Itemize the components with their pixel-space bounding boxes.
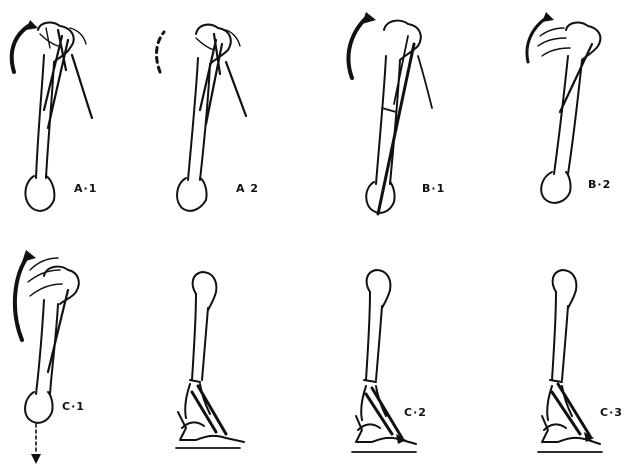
panel-c1: C·1: [15, 250, 85, 464]
scapula-sketch-a2: [196, 30, 240, 50]
humerus-head-b1: [384, 21, 421, 60]
muscle-line-c1: [48, 290, 68, 372]
lower-bones-c2: [361, 380, 386, 420]
muscle-lines-c3: [552, 384, 590, 436]
humerus-condyle-a2: [177, 178, 206, 211]
rotation-arrow-a1: [12, 25, 30, 72]
bone-shaft-c1b: [192, 294, 208, 380]
panel-label-a2: A 2: [236, 182, 259, 195]
panel-label-b2: B·2: [588, 178, 611, 191]
scapula-sketch-a1: [40, 28, 86, 48]
panel-label-c1: C·1: [62, 400, 85, 413]
rotation-arrow-b1: [348, 18, 366, 78]
humerus-condyle-c1: [25, 392, 52, 423]
panel-a2: A 2: [157, 25, 259, 211]
panel-label-c3: C·3: [600, 406, 623, 419]
long-muscle-b1: [378, 44, 414, 214]
panel-c3: C·3: [538, 270, 623, 452]
panel-label-b1: B·1: [422, 182, 445, 195]
panel-a1: A·1: [12, 20, 98, 211]
arrow-head-b2: [542, 12, 554, 22]
humerus-head-b2: [566, 23, 600, 60]
foot-c1b: [178, 412, 244, 442]
arrow-head-c1: [22, 250, 36, 262]
panel-label-c2: C·2: [404, 406, 427, 419]
bone-shaft-c2: [366, 292, 382, 380]
bone-shaft-c3: [552, 292, 568, 380]
motion-hatch-b2: [538, 28, 570, 56]
humerus-condyle-a1: [25, 176, 54, 211]
pull-arrow-head-c1: [31, 454, 41, 464]
muscle-lines-a1: [44, 30, 92, 128]
panel-label-a1: A·1: [74, 182, 97, 195]
panel-b1: B·1: [348, 12, 445, 214]
rotation-arrow-a2: [157, 32, 164, 72]
humerus-condyle-b2: [541, 172, 570, 203]
arrow-head-b1: [362, 12, 376, 24]
foot-c2: [356, 416, 416, 444]
humerus-head-a2: [196, 25, 231, 64]
rotation-arrow-c1: [15, 256, 28, 340]
panel-b2: B·2: [527, 12, 611, 203]
panel-c1b: [176, 272, 244, 448]
motion-hatch-c1: [28, 258, 62, 296]
panel-c2: C·2: [352, 270, 427, 452]
